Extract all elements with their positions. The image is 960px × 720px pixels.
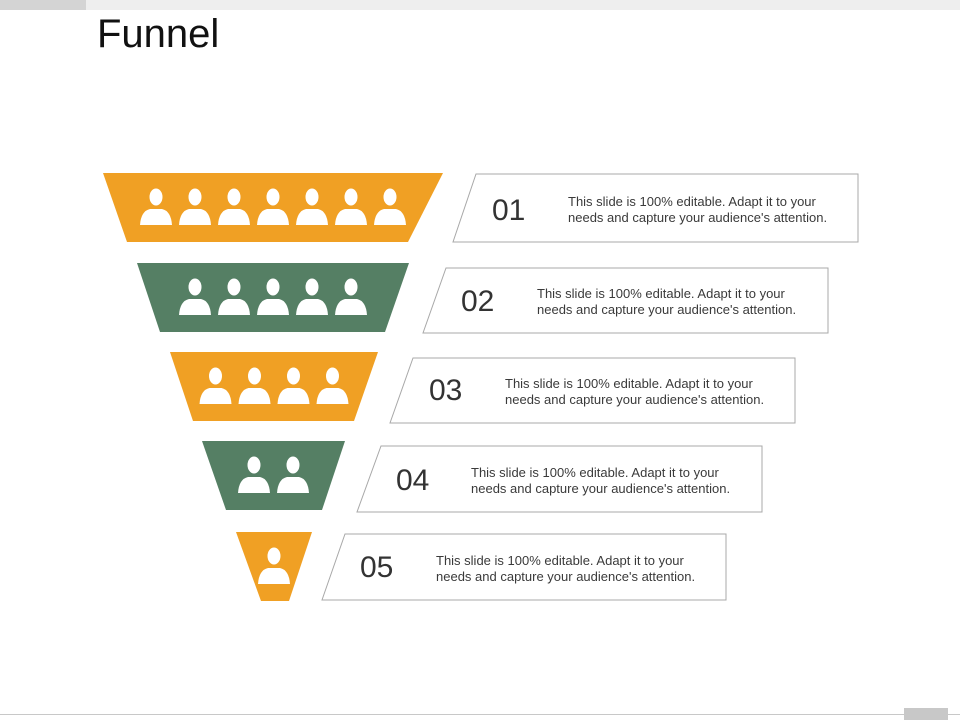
person-icon xyxy=(238,367,271,404)
funnel-level-03 xyxy=(170,352,378,421)
footer-line xyxy=(0,714,960,715)
funnel-segment xyxy=(103,173,443,242)
person-icon xyxy=(218,188,250,225)
person-head xyxy=(344,278,358,296)
person-body xyxy=(199,388,232,404)
person-body xyxy=(296,299,328,315)
person-icon xyxy=(257,278,289,315)
stage-box-04 xyxy=(356,445,763,513)
person-icon xyxy=(140,188,172,225)
person-head xyxy=(267,547,281,565)
person-icon xyxy=(199,367,232,404)
person-icon xyxy=(316,367,349,404)
person-head xyxy=(305,278,319,296)
person-head xyxy=(149,188,163,206)
funnel-level-04 xyxy=(202,441,345,510)
stage-box-01 xyxy=(452,173,859,243)
person-icon xyxy=(258,547,290,584)
person-icon xyxy=(335,278,367,315)
funnel-level-02 xyxy=(137,263,409,332)
person-icon xyxy=(277,456,309,493)
person-head xyxy=(326,367,339,385)
person-icon xyxy=(296,188,328,225)
person-body xyxy=(335,209,367,225)
person-head xyxy=(227,278,241,296)
person-icon xyxy=(296,278,328,315)
person-body xyxy=(238,388,271,404)
person-body xyxy=(140,209,172,225)
person-icon xyxy=(218,278,250,315)
person-head xyxy=(344,188,358,206)
person-head xyxy=(305,188,319,206)
stage-box-02 xyxy=(422,267,829,334)
funnel-segment xyxy=(202,441,345,510)
person-body xyxy=(257,209,289,225)
person-icon xyxy=(179,188,211,225)
top-tab xyxy=(0,0,86,10)
person-icon xyxy=(374,188,406,225)
person-body xyxy=(277,477,309,493)
person-icon xyxy=(238,456,270,493)
person-body xyxy=(296,209,328,225)
person-body xyxy=(335,299,367,315)
person-icon xyxy=(257,188,289,225)
person-body xyxy=(258,568,290,584)
person-head xyxy=(286,456,300,474)
person-body xyxy=(257,299,289,315)
person-head xyxy=(248,367,261,385)
person-icon xyxy=(335,188,367,225)
person-head xyxy=(383,188,397,206)
person-icon xyxy=(277,367,310,404)
person-body xyxy=(179,299,211,315)
person-body xyxy=(179,209,211,225)
footer-tab xyxy=(904,708,948,720)
person-icon xyxy=(179,278,211,315)
person-head xyxy=(266,188,280,206)
funnel-segment xyxy=(236,532,312,601)
funnel-level-05 xyxy=(236,532,312,601)
person-body xyxy=(238,477,270,493)
person-body xyxy=(316,388,349,404)
person-body xyxy=(218,209,250,225)
person-head xyxy=(227,188,241,206)
person-head xyxy=(188,278,202,296)
person-body xyxy=(218,299,250,315)
top-bar xyxy=(0,0,960,10)
person-body xyxy=(277,388,310,404)
funnel-segment xyxy=(170,352,378,421)
person-head xyxy=(266,278,280,296)
funnel-level-01 xyxy=(103,173,443,242)
funnel-segment xyxy=(137,263,409,332)
stage-box-05 xyxy=(321,533,727,601)
person-head xyxy=(188,188,202,206)
person-head xyxy=(209,367,222,385)
person-head xyxy=(287,367,300,385)
person-body xyxy=(374,209,406,225)
slide-title: Funnel xyxy=(97,12,220,56)
person-head xyxy=(247,456,261,474)
stage-box-03 xyxy=(389,357,796,424)
